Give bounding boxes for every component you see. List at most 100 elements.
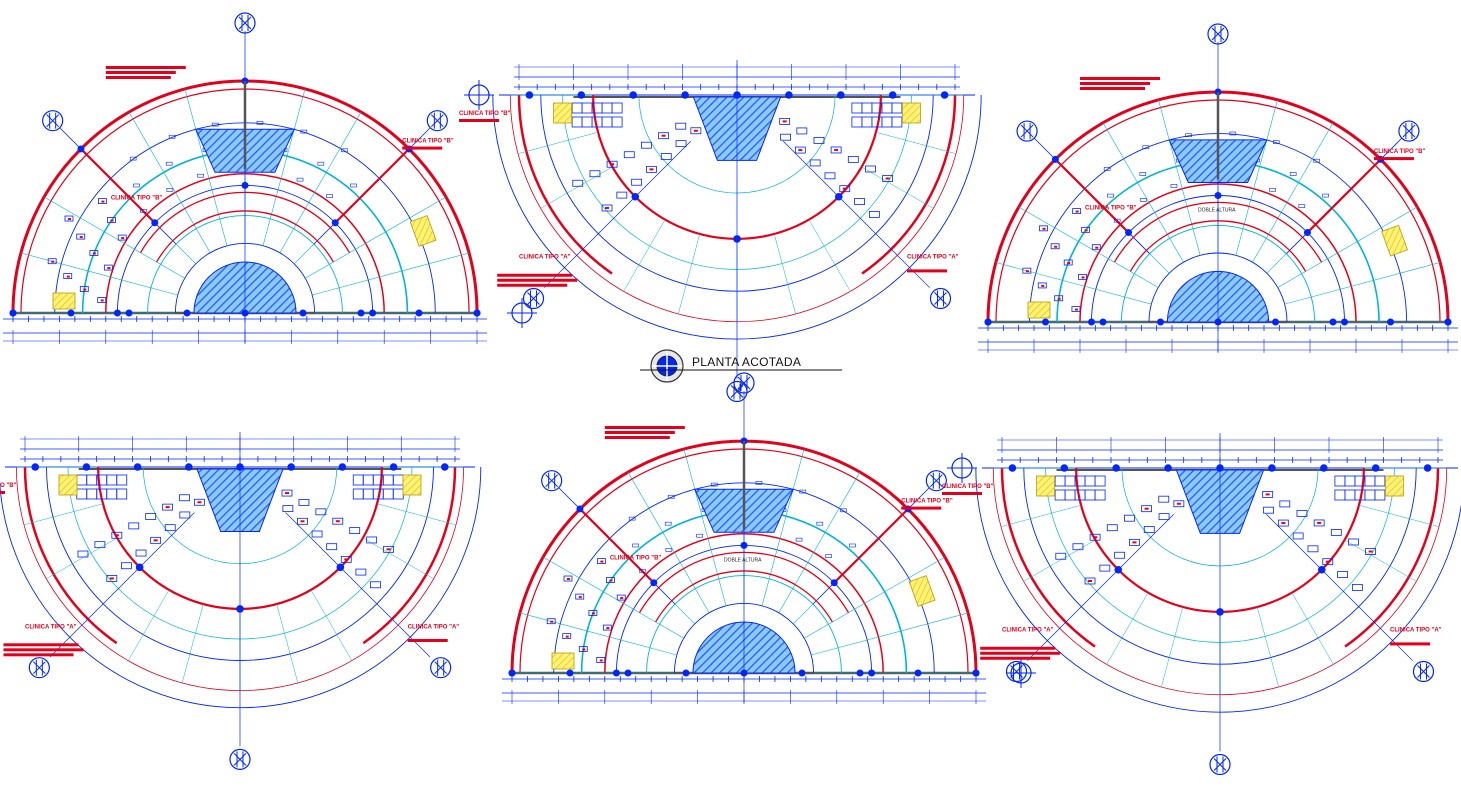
room-detail xyxy=(638,568,646,573)
label-clinic-a: CLINICA TIPO "A" xyxy=(1002,628,1054,634)
annotation-redline xyxy=(497,283,568,287)
room-detail xyxy=(881,102,893,114)
room-detail xyxy=(1263,506,1274,514)
room-detail xyxy=(1054,489,1066,501)
radial-line xyxy=(804,556,946,639)
room-mark xyxy=(79,236,83,239)
annotation-redline xyxy=(3,648,84,652)
room-mark xyxy=(1054,245,1058,248)
yellow-stair xyxy=(902,102,921,124)
room-detail xyxy=(1050,243,1060,250)
room-detail xyxy=(868,211,880,218)
room-detail xyxy=(1039,225,1048,232)
room-mark xyxy=(1281,522,1286,525)
room-detail xyxy=(1289,172,1297,176)
radial-line xyxy=(1344,539,1417,582)
room-mark xyxy=(66,275,70,278)
column-dot xyxy=(299,309,307,317)
label-double-height: DOBLE ALTURA xyxy=(1198,208,1236,214)
grid-bubble-icon xyxy=(1398,120,1420,142)
grid-axis xyxy=(544,140,692,288)
room-mark xyxy=(51,260,55,263)
annotation-redline xyxy=(901,506,942,510)
room-detail xyxy=(1262,491,1274,498)
room-mark xyxy=(649,168,654,171)
room-detail xyxy=(1139,172,1147,176)
floor-plan-top-left: CLINICA TIPO "B"CLINICA TIPO "B" xyxy=(3,12,538,344)
column-dot xyxy=(133,463,142,471)
column-dot xyxy=(151,219,159,227)
room-detail xyxy=(854,198,865,205)
room-detail xyxy=(881,116,893,128)
room-detail xyxy=(382,488,394,500)
column-dot xyxy=(1114,565,1123,574)
room-detail xyxy=(350,183,357,188)
annotation-redline xyxy=(3,643,79,647)
room-detail xyxy=(1158,495,1170,503)
column-dot xyxy=(624,669,632,677)
room-detail xyxy=(1374,489,1386,501)
room-detail xyxy=(755,481,763,485)
room-mark xyxy=(386,548,391,551)
room-detail xyxy=(667,494,675,499)
radial-line xyxy=(627,471,710,613)
room-detail xyxy=(1173,500,1185,508)
room-detail xyxy=(282,505,294,513)
room-detail xyxy=(211,122,219,127)
room-detail xyxy=(1296,510,1308,517)
room-detail xyxy=(813,137,825,144)
column-dot xyxy=(183,309,191,317)
room-mark xyxy=(1081,276,1085,279)
radial-line xyxy=(262,88,306,246)
label-clinic-b: CLINICA TIPO "B" xyxy=(1085,206,1137,212)
outer-wall xyxy=(861,94,957,275)
room-detail xyxy=(575,593,585,600)
room-detail xyxy=(641,141,652,149)
radial-line xyxy=(761,448,805,606)
room-detail xyxy=(572,179,584,187)
room-detail xyxy=(349,527,361,534)
annotation-redline xyxy=(3,653,74,657)
column-dot xyxy=(1303,229,1311,237)
room-detail xyxy=(1348,538,1359,546)
room-detail xyxy=(664,521,672,526)
room-mark xyxy=(335,520,340,523)
radial-line xyxy=(276,604,299,684)
room-mark xyxy=(609,579,613,582)
room-detail xyxy=(840,508,847,513)
room-detail xyxy=(300,129,308,134)
column-dot xyxy=(576,505,584,513)
room-detail xyxy=(602,624,612,631)
label-clinic-b: CLINICA TIPO "B" xyxy=(610,556,662,562)
room-detail xyxy=(690,127,702,135)
grid-bubble-icon xyxy=(1016,120,1038,142)
room-detail xyxy=(1158,513,1170,521)
radial-line xyxy=(128,111,211,253)
room-detail xyxy=(86,474,98,486)
wing-wall xyxy=(80,148,156,224)
room-mark xyxy=(885,177,890,180)
room-detail xyxy=(366,536,378,544)
room-detail xyxy=(296,177,304,182)
room-detail xyxy=(601,102,613,114)
column-dot xyxy=(1317,565,1326,574)
column-dot xyxy=(31,463,40,471)
radial-line xyxy=(1102,122,1184,263)
column-dot xyxy=(1060,464,1069,472)
room-detail xyxy=(128,522,140,530)
column-dot xyxy=(1125,229,1133,237)
room-mark xyxy=(1057,297,1061,300)
column-dot xyxy=(1157,318,1164,326)
room-detail xyxy=(1063,259,1073,266)
room-detail xyxy=(355,568,367,576)
room-detail xyxy=(326,543,338,551)
annotation-redline xyxy=(604,426,685,429)
grid-bubble-icon xyxy=(42,110,64,132)
yellow-stair xyxy=(908,575,936,607)
room-detail xyxy=(865,165,876,173)
yellow-stair xyxy=(553,102,572,124)
room-detail xyxy=(578,646,588,652)
label-clinic-b: CLINICA TIPO "B" xyxy=(111,196,163,202)
room-detail xyxy=(710,482,718,487)
room-mark xyxy=(550,620,554,623)
